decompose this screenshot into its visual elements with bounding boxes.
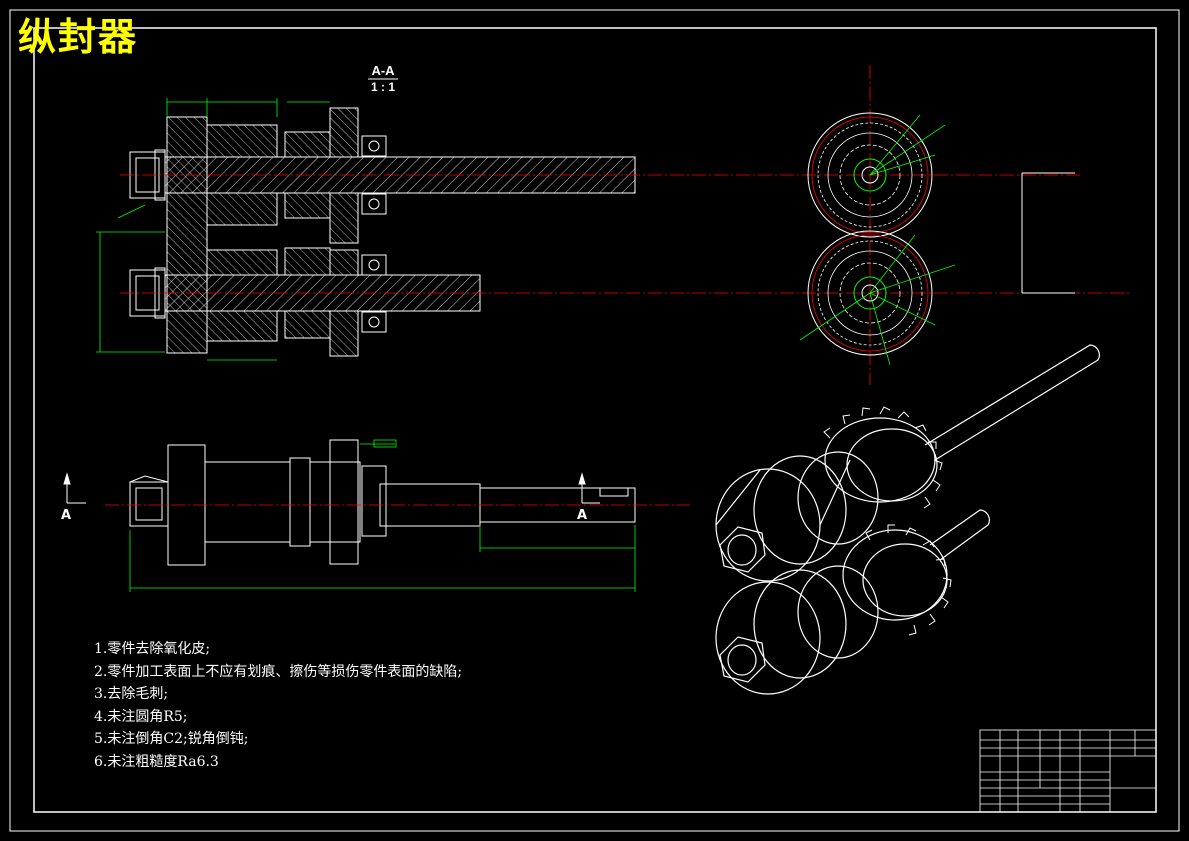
section-arrows [63, 472, 600, 504]
section-marker-right: A [577, 508, 588, 523]
isometric-view [715, 344, 1100, 695]
section-marker-left: A [61, 508, 72, 523]
section-dimensions [96, 98, 330, 361]
front-view-dimensions [129, 439, 636, 592]
section-view-label: A-A [371, 63, 395, 78]
requirement-line: 6.未注粗糙度Ra6.3 [94, 753, 219, 770]
requirement-line: 2.零件加工表面上不应有划痕、擦伤等损伤零件表面的缺陷; [94, 663, 463, 680]
requirement-line: 1.零件去除氧化皮; [94, 641, 211, 657]
technical-requirements: 1.零件去除氧化皮; 2.零件加工表面上不应有划痕、擦伤等损伤零件表面的缺陷; … [94, 638, 462, 773]
sheet-border [9, 9, 1180, 832]
drawing-title: 纵封器 [18, 15, 139, 59]
section-title-block: A-A 1 : 1 [368, 63, 398, 94]
requirement-line: 4.未注圆角R5; [94, 708, 188, 725]
gear-teeth [823, 406, 952, 636]
requirement-line: 5.未注倒角C2;锐角倒钝; [94, 731, 249, 747]
section-view-scale: 1 : 1 [371, 80, 395, 94]
section-view-aa [129, 107, 636, 357]
front-view [129, 439, 636, 566]
section-centerlines [120, 65, 1130, 385]
requirement-line: 3.去除毛刺; [94, 686, 169, 702]
gear-end-view [799, 112, 1075, 366]
title-block [979, 729, 1157, 813]
